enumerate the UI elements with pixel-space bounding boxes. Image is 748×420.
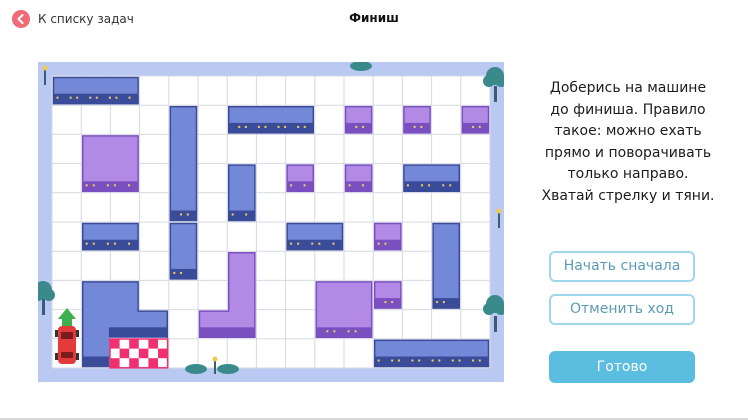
building xyxy=(286,222,344,251)
undo-button[interactable]: Отменить ход xyxy=(549,294,695,325)
page-title: Финиш xyxy=(349,11,399,25)
instruction-line: только направо. xyxy=(567,166,689,182)
game-board xyxy=(38,62,504,382)
building xyxy=(344,105,373,134)
done-button[interactable]: Готово xyxy=(549,351,695,383)
finish-area xyxy=(109,338,169,369)
tree-icon xyxy=(38,281,55,315)
building xyxy=(403,105,431,134)
building xyxy=(81,135,139,193)
bush-icon xyxy=(185,364,239,374)
building xyxy=(169,105,198,222)
lamp-icon xyxy=(496,208,502,228)
top-bar: К списку задач Финиш xyxy=(0,0,748,40)
building xyxy=(432,222,461,309)
instruction-line: такое: можно ехать xyxy=(554,123,702,139)
building xyxy=(344,164,373,193)
building xyxy=(373,339,490,368)
buildings xyxy=(52,76,490,368)
bush-icon xyxy=(350,62,372,71)
bottom-divider xyxy=(0,418,748,420)
tree-icon xyxy=(483,295,504,332)
building xyxy=(81,222,139,251)
instruction-line: прямо и поворачивать xyxy=(544,144,712,161)
building xyxy=(461,105,490,134)
building xyxy=(403,164,461,193)
chevron-left-icon xyxy=(12,10,30,28)
building xyxy=(315,281,373,339)
lamp-icon xyxy=(42,65,48,85)
building xyxy=(227,164,256,222)
arrow-up-icon[interactable] xyxy=(58,308,76,326)
restart-button[interactable]: Начать сначала xyxy=(549,251,695,282)
instruction-line: Доберись на машине xyxy=(549,80,707,96)
building xyxy=(373,281,402,309)
building xyxy=(286,164,315,193)
building xyxy=(198,251,256,339)
tree-icon xyxy=(483,67,504,102)
task-instructions: Доберись на машине до финиша. Правило та… xyxy=(528,78,728,207)
building xyxy=(52,76,139,105)
building xyxy=(373,222,402,251)
building xyxy=(169,222,198,280)
car-icon[interactable] xyxy=(55,326,79,364)
back-to-tasks-button[interactable]: К списку задач xyxy=(12,9,134,29)
instruction-line: Хватай стрелку и тяни. xyxy=(541,187,715,204)
lamp-icon xyxy=(212,356,218,374)
back-label: К списку задач xyxy=(38,12,134,26)
instruction-line: до финиша. Правило xyxy=(550,101,706,118)
building xyxy=(227,105,315,134)
